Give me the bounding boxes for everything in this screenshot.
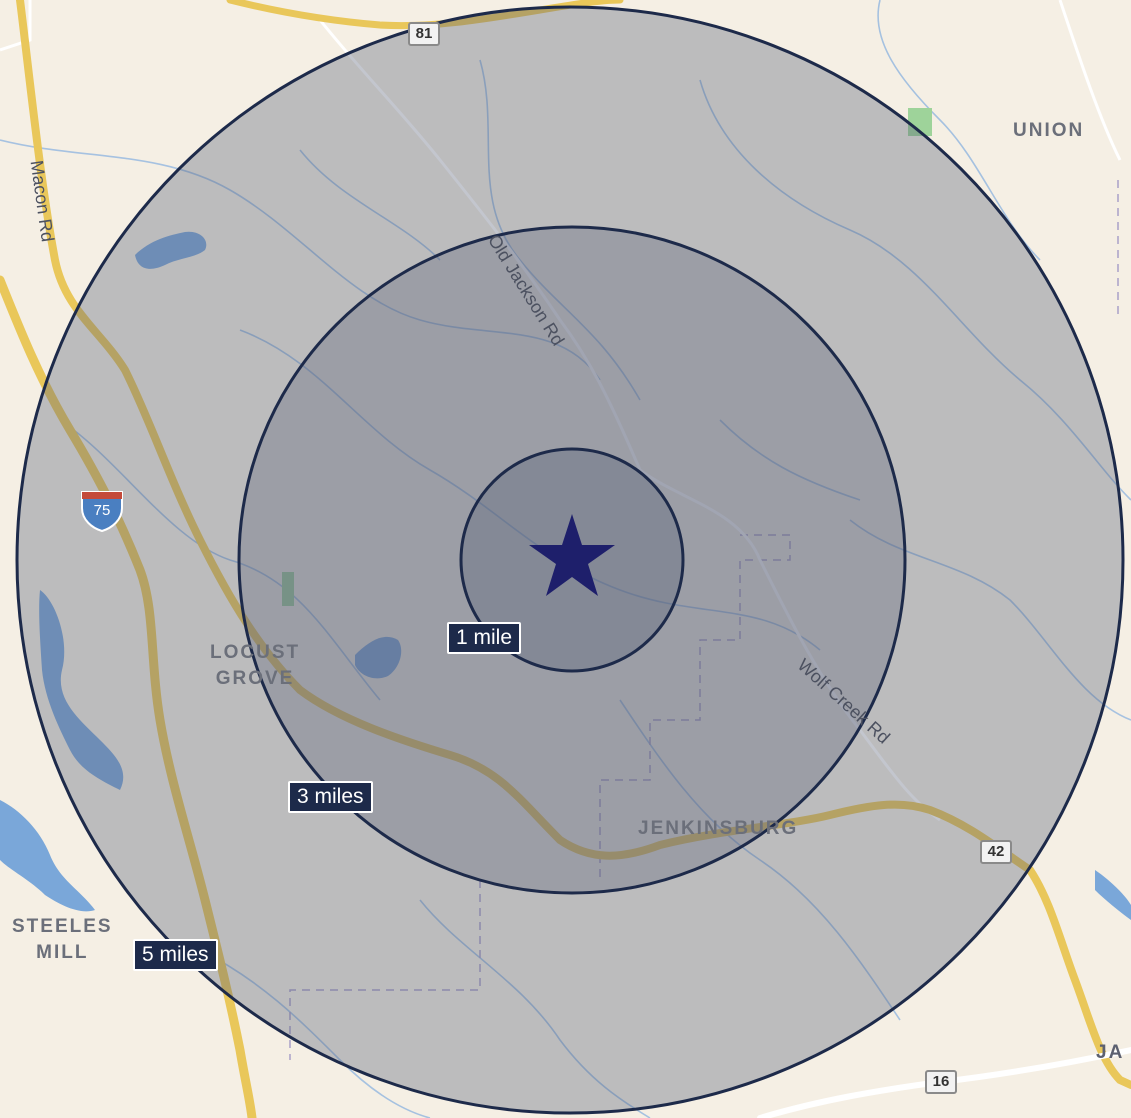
- water-bodies: [0, 231, 1131, 920]
- interstate-shield-icon: [81, 491, 123, 533]
- lake-west: [39, 590, 124, 790]
- route-shield-16: 16: [925, 1070, 957, 1094]
- place-jenkinsburg: JENKINSBURG: [638, 818, 799, 839]
- creek-right: [1095, 870, 1131, 920]
- interstate-shield-number: 75: [93, 502, 111, 519]
- route-shield-81: 81: [408, 22, 440, 46]
- place-steeles-mill-label: STEELES MILL: [12, 916, 113, 963]
- macon-rd-line: [16, 0, 1131, 1089]
- place-locust-grove: LOCUST GROVE: [210, 640, 300, 692]
- place-steeles-mill: STEELES MILL: [12, 914, 113, 966]
- place-locust-grove-label: LOCUST GROVE: [210, 642, 301, 689]
- park-west: [282, 572, 294, 606]
- secondary-roads: [0, 0, 1122, 822]
- boundary-lines: [289, 180, 1119, 1060]
- radius-label-1-mile: 1 mile: [447, 622, 522, 654]
- radius-label-5-miles: 5 miles: [133, 939, 218, 971]
- lake-southwest: [0, 800, 95, 912]
- pond-north: [135, 231, 207, 269]
- place-union: UNION: [1013, 120, 1085, 141]
- interstate-shield-75: 75: [78, 488, 126, 533]
- star-icon[interactable]: [529, 514, 615, 596]
- route-shield-42: 42: [980, 840, 1012, 864]
- place-edge-town: JA: [1096, 1042, 1125, 1063]
- interstate-75-line: [0, 275, 257, 1118]
- old-jackson-rd-line: [318, 19, 941, 822]
- radius-label-3-miles: 3 miles: [288, 781, 373, 813]
- pond-locust: [355, 636, 402, 679]
